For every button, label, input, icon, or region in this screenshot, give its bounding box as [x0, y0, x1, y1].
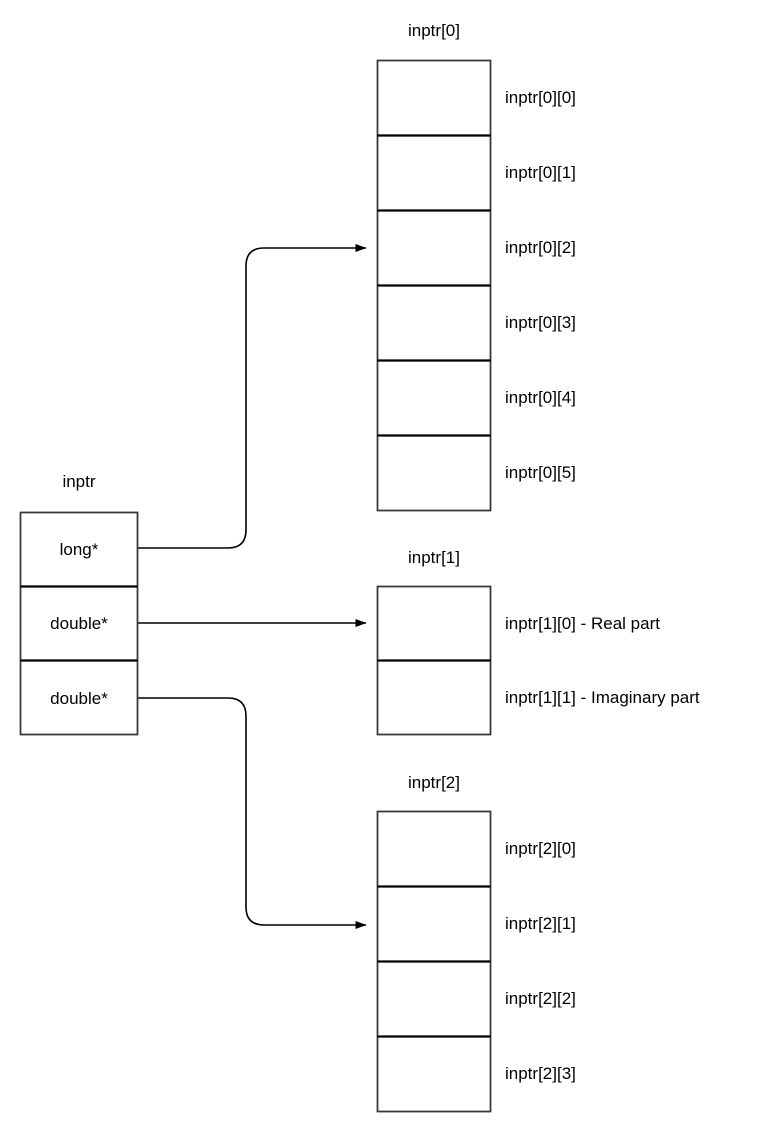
array-title-inptr0: inptr[0]: [408, 21, 460, 40]
pointer-cell-label-0: long*: [59, 539, 99, 559]
array-box-inptr2: [376, 810, 492, 1113]
array-cell-label-inptr0-3: inptr[0][3]: [505, 313, 576, 332]
array-cell-label-inptr0-1: inptr[0][1]: [505, 163, 576, 182]
array-cell-label-inptr2-3: inptr[2][3]: [505, 1064, 576, 1083]
array-cell-label-inptr1-0: inptr[1][0] - Real part: [505, 613, 660, 633]
pointer-cell-label-2: double*: [50, 688, 108, 708]
array-cell-label-inptr2-1: inptr[2][1]: [505, 914, 576, 933]
pointer-cell-label-1: double*: [50, 614, 108, 633]
array-cell-label-inptr0-2: inptr[0][2]: [505, 238, 576, 257]
array-cell-label-inptr2-2: inptr[2][2]: [505, 989, 576, 1008]
connector-arrow-inptr0: [138, 244, 367, 549]
array-cell-label-inptr2-0: inptr[2][0]: [505, 839, 576, 858]
array-title-inptr2: inptr[2]: [408, 773, 460, 792]
array-cell-label-inptr0-5: inptr[0][5]: [505, 463, 576, 482]
array-cell-label-inptr0-4: inptr[0][4]: [505, 388, 576, 407]
array-box-inptr1: [376, 585, 492, 736]
array-box-inptr0: [376, 59, 492, 512]
pointer-struct-box: [19, 511, 139, 736]
array-title-inptr1: inptr[1]: [408, 548, 460, 567]
array-cell-label-inptr1-1: inptr[1][1] - Imaginary part: [505, 688, 700, 707]
array-cell-label-inptr0-0: inptr[0][0]: [505, 88, 576, 107]
connector-arrow-inptr2: [138, 697, 367, 929]
pointer-struct-title: inptr: [62, 472, 96, 491]
